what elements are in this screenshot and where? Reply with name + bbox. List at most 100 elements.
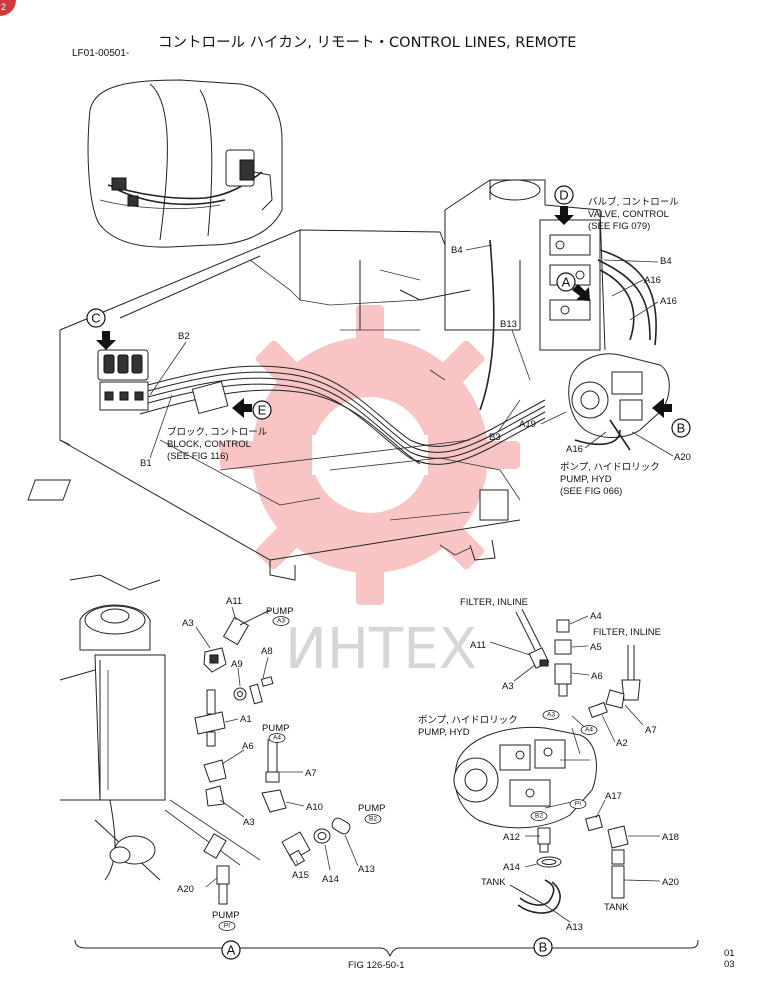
label-b2: B2 <box>178 331 190 342</box>
view-b-pump-jp: ポンプ, ハイドロリック <box>418 715 518 726</box>
label-b3: B3 <box>489 432 501 443</box>
valve-label-jp: バルブ, コントロール <box>588 196 679 208</box>
control-block-illustration <box>97 349 149 411</box>
label-b4-left: B4 <box>451 245 463 256</box>
part-b-a6: A6 <box>591 671 603 682</box>
view-a-illustration <box>59 574 359 905</box>
filter-inline-1: FILTER, INLINE <box>460 597 528 608</box>
pump-label-en: PUMP, HYD <box>560 474 612 485</box>
part-a7: A7 <box>305 768 317 779</box>
part-a11: A11 <box>226 596 242 607</box>
view-a-labels: PUMP A3 PUMP A4 PUMP B2 PUMP PI A11 A3 A… <box>177 596 385 931</box>
label-a16-3: A16 <box>566 444 583 455</box>
part-b-a7: A7 <box>645 725 657 736</box>
part-b-a14: A14 <box>503 862 520 873</box>
svg-text:B: B <box>677 421 686 436</box>
callout-c[interactable]: C <box>86 308 106 328</box>
part-b-a13: A13 <box>566 922 583 933</box>
watermark-text: ИНТЕХ <box>285 617 477 682</box>
view-a-oval-p1: PI <box>224 923 230 930</box>
page-number-2: 03 <box>724 959 735 970</box>
part-a1: A1 <box>240 714 252 725</box>
view-a-tag[interactable]: A <box>221 940 241 960</box>
arrow-b-icon <box>652 398 672 418</box>
callout-a[interactable]: A <box>556 272 576 292</box>
block-label-jp: ブロック, コントロール <box>167 426 268 438</box>
part-a13: A13 <box>358 864 375 875</box>
svg-text:A: A <box>562 275 571 290</box>
view-b-tank-2: TANK <box>604 902 629 913</box>
callout-d[interactable]: D <box>554 185 574 205</box>
svg-text:A: A <box>227 943 236 958</box>
pump-label-ref: (SEE FIG 066) <box>560 486 622 497</box>
doc-code: LF01-00501- <box>72 48 129 59</box>
view-a-oval-b2: B2 <box>369 816 377 823</box>
view-a-pump-a4: PUMP <box>262 723 289 734</box>
view-b-oval-a4: A4 <box>585 727 593 734</box>
corner-badge: 2 <box>0 0 16 16</box>
page-title: コントロール ハイカン, リモート・CONTROL LINES, REMOTE <box>158 35 576 51</box>
svg-text:C: C <box>91 311 100 326</box>
part-b-a2: A2 <box>616 738 628 749</box>
valve-label-ref: (SEE FIG 079) <box>588 221 650 232</box>
label-a20: A20 <box>674 452 691 463</box>
part-b-a18: A18 <box>662 832 679 843</box>
view-a-oval-a3: A3 <box>277 618 285 625</box>
label-a16-2: A16 <box>660 296 677 307</box>
arrow-c-icon <box>96 331 116 350</box>
part-b-a20: A20 <box>662 877 679 888</box>
arrow-e-icon <box>232 398 252 418</box>
corner-badge-text: 2 <box>1 2 6 12</box>
part-b-a11: A11 <box>470 640 486 651</box>
part-a3: A3 <box>182 618 194 629</box>
figure-number: FIG 126-50-1 <box>348 960 405 971</box>
part-b-a12: A12 <box>503 832 520 843</box>
svg-text:D: D <box>559 188 568 203</box>
view-a-pump-p1: PUMP <box>212 910 239 921</box>
view-b-illustration <box>453 608 661 923</box>
watermark-gear-icon <box>220 305 520 605</box>
part-b-a4: A4 <box>590 611 602 622</box>
block-label-en: BLOCK, CONTROL <box>167 439 251 450</box>
part-a15: A15 <box>292 870 309 881</box>
view-b-oval-a3: A3 <box>547 712 555 719</box>
view-a-pump-b2: PUMP <box>358 803 385 814</box>
part-a14: A14 <box>322 874 339 885</box>
part-a20: A20 <box>177 884 194 895</box>
view-b-tank-1: TANK <box>481 877 506 888</box>
filter-inline-2: FILTER, INLINE <box>593 627 661 638</box>
view-a-pump-a3: PUMP <box>266 606 293 617</box>
part-a3-2: A3 <box>243 817 255 828</box>
view-b-pump-body <box>453 727 597 829</box>
part-b-a17: A17 <box>605 791 622 802</box>
part-a6: A6 <box>242 741 254 752</box>
label-b13: B13 <box>500 319 517 330</box>
view-b-pump-en: PUMP, HYD <box>418 727 470 738</box>
view-b-labels: FILTER, INLINE FILTER, INLINE ポンプ, ハイドロリ… <box>418 597 679 933</box>
label-a19: A19 <box>519 419 536 430</box>
callout-e[interactable]: E <box>252 400 272 420</box>
part-b-a5: A5 <box>590 642 602 653</box>
view-brackets <box>74 939 699 958</box>
svg-text:E: E <box>258 403 267 418</box>
view-b-oval-b2: B2 <box>535 813 543 820</box>
label-b1: B1 <box>140 458 152 469</box>
view-b-oval-p1: PI <box>575 801 581 808</box>
label-a16-1: A16 <box>644 275 661 286</box>
valve-label-en: VALVE, CONTROL <box>588 209 669 220</box>
view-b-tag[interactable]: B <box>533 937 553 957</box>
top-part-labels: バルブ, コントロール VALVE, CONTROL (SEE FIG 079)… <box>140 196 691 497</box>
arrow-d-icon <box>554 206 574 225</box>
page-number-1: 01 <box>724 948 735 959</box>
callout-b[interactable]: B <box>671 418 691 438</box>
pump-label-jp: ポンプ, ハイドロリック <box>560 462 660 473</box>
part-b-a3: A3 <box>502 681 514 692</box>
block-label-ref: (SEE FIG 116) <box>167 451 229 462</box>
part-a9: A9 <box>231 659 243 670</box>
hyd-pump-illustration <box>568 353 670 451</box>
part-a10: A10 <box>306 802 323 813</box>
machine-frame-illustration <box>27 79 670 581</box>
label-b4-right: B4 <box>660 256 672 267</box>
arrow-a-icon <box>572 284 590 301</box>
